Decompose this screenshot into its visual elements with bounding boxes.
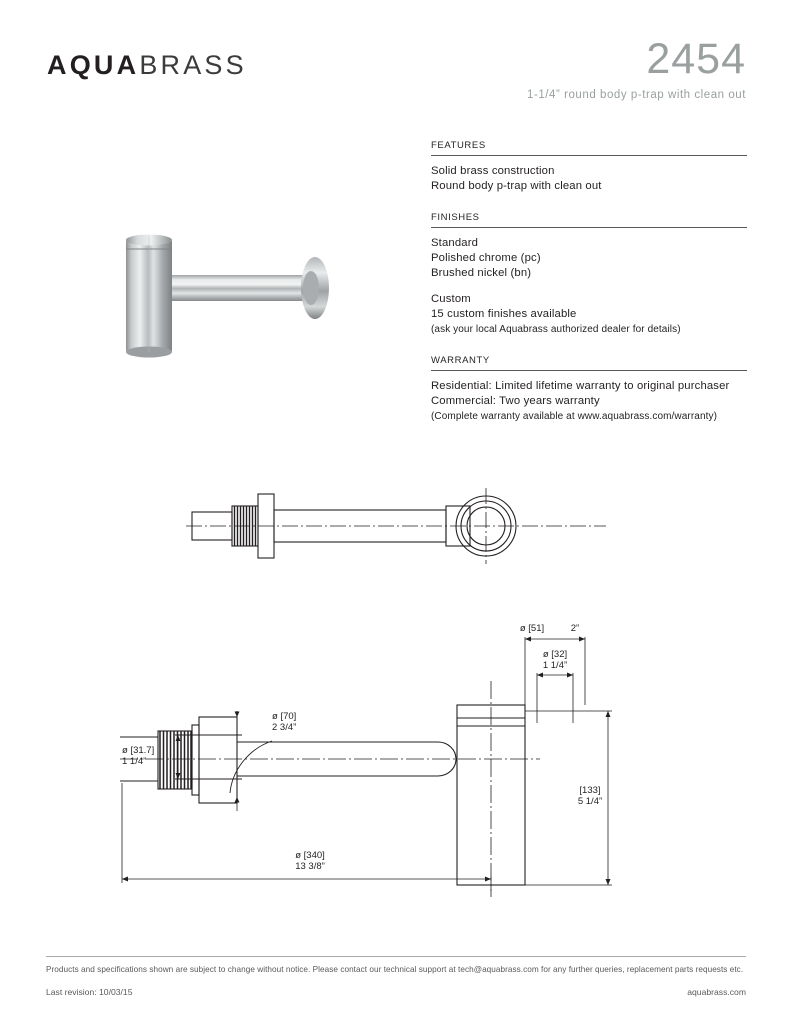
- product-photo-illustration: [126, 234, 329, 358]
- features-body: Solid brass construction Round body p-tr…: [431, 156, 747, 194]
- side-tube-elbow: [437, 741, 457, 777]
- feature-line: Solid brass construction: [431, 165, 555, 177]
- warranty-divider: [431, 370, 747, 371]
- product-photo: [112, 222, 364, 372]
- finishes-inner-spacer: [431, 281, 747, 292]
- finishes-standard-label: Standard: [431, 237, 479, 249]
- top-view-drawing: [186, 480, 606, 580]
- top-view-svg: [186, 488, 606, 564]
- finishes-custom-line: 15 custom finishes available: [431, 308, 577, 320]
- dim-arrow: [567, 672, 573, 678]
- finishes-body: Standard Polished chrome (pc) Brushed ni…: [431, 228, 747, 337]
- inlet-dim-lines: [175, 734, 242, 780]
- logo-aqua-text: AQUA: [47, 50, 140, 80]
- dim-arrow: [234, 797, 240, 803]
- photo-horizontal-tube: [152, 275, 312, 301]
- model-number: 2454: [646, 35, 746, 83]
- section-spacer: [431, 194, 747, 212]
- logo-brass-text: BRASS: [139, 50, 247, 80]
- warranty-section: WARRANTY Residential: Limited lifetime w…: [431, 355, 747, 424]
- feature-line: Round body p-trap with clean out: [431, 180, 602, 192]
- footer-disclaimer: Products and specifications shown are su…: [46, 965, 744, 974]
- dim-arrow: [175, 735, 181, 741]
- dim-flange-mm: ø [70]: [272, 711, 296, 722]
- dim-inlet-in-label: 1 1/4”: [122, 756, 146, 767]
- finishes-divider: [431, 227, 747, 228]
- dim-arrow: [485, 876, 491, 882]
- dim-body-inner-in: 1 1/4”: [543, 660, 567, 671]
- dim-height-mm: [133]: [579, 785, 600, 796]
- footer-divider: [46, 956, 746, 957]
- dim-body-inner-mm: ø [32]: [543, 649, 567, 660]
- warranty-heading: WARRANTY: [431, 355, 490, 366]
- dim-arrow: [175, 773, 181, 779]
- dim-arrow: [525, 636, 531, 642]
- dim-flange-in: 2 3/4”: [272, 722, 296, 733]
- finishes-section: FINISHES Standard Polished chrome (pc) B…: [431, 212, 747, 337]
- warranty-note: (Complete warranty available at www.aqua…: [431, 411, 718, 422]
- warranty-residential: Residential: Limited lifetime warranty t…: [431, 380, 730, 392]
- features-divider: [431, 155, 747, 156]
- dim-body-outer-in: 2”: [571, 623, 579, 634]
- dim-length-in: 13 3/8”: [295, 861, 325, 872]
- dim-body-outer: [524, 637, 586, 705]
- finish-item: Polished chrome (pc): [431, 252, 541, 264]
- footer-revision: Last revision: 10/03/15: [46, 987, 133, 997]
- dim-length: [121, 783, 492, 891]
- features-heading: FEATURES: [431, 140, 486, 151]
- footer-website: aquabrass.com: [687, 987, 746, 997]
- photo-flange-inner: [303, 271, 319, 305]
- specifications-column: FEATURES Solid brass construction Round …: [431, 140, 747, 424]
- dim-flange-leader: [229, 740, 273, 794]
- finishes-custom-label: Custom: [431, 293, 471, 305]
- warranty-body: Residential: Limited lifetime warranty t…: [431, 371, 747, 424]
- finish-item: Brushed nickel (bn): [431, 267, 532, 279]
- brand-logo: AQUABRASS: [47, 52, 247, 79]
- model-description: 1-1/4” round body p-trap with clean out: [527, 89, 746, 101]
- dim-inlet-mm-label: ø [31.7]: [122, 745, 154, 756]
- finishes-custom-note: (ask your local Aquabrass authorized dea…: [431, 324, 681, 335]
- dim-height-in: 5 1/4”: [578, 796, 602, 807]
- section-spacer: [431, 337, 747, 355]
- inlet-dimension-group: ø [31.7] 1 1/4”: [120, 723, 250, 793]
- dim-arrow: [605, 711, 611, 717]
- dim-arrow: [537, 672, 543, 678]
- dim-arrow: [122, 876, 128, 882]
- warranty-commercial: Commercial: Two years warranty: [431, 395, 600, 407]
- dim-height: [525, 710, 612, 886]
- dim-length-mm: ø [340]: [295, 850, 325, 861]
- features-section: FEATURES Solid brass construction Round …: [431, 140, 747, 194]
- finishes-heading: FINISHES: [431, 212, 480, 223]
- dim-body-outer-mm: ø [51]: [520, 623, 544, 634]
- inlet-dimension-svg: ø [31.7] 1 1/4”: [122, 734, 242, 780]
- dim-arrow: [234, 711, 240, 717]
- dim-arrow: [579, 636, 585, 642]
- dim-body-inner: [536, 673, 574, 723]
- dim-arrow: [605, 879, 611, 885]
